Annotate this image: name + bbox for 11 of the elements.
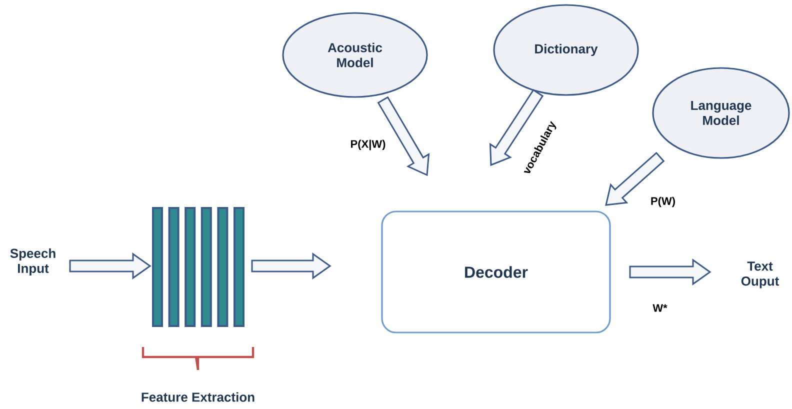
feature-bars-drawing: [152, 207, 244, 327]
block-arrow: [69, 252, 152, 280]
edge-label: P(W): [651, 196, 675, 208]
edge-label: P(X|W): [351, 140, 386, 150]
block-arrow: [629, 258, 712, 286]
group-label: Feature Extraction: [142, 392, 254, 402]
block-arrow: [251, 252, 332, 280]
node-label: Text Ouput: [741, 262, 779, 288]
edge-label: W*: [652, 304, 668, 312]
node-label: Speech Input: [10, 248, 56, 276]
decoder-box: Decoder: [381, 210, 611, 334]
